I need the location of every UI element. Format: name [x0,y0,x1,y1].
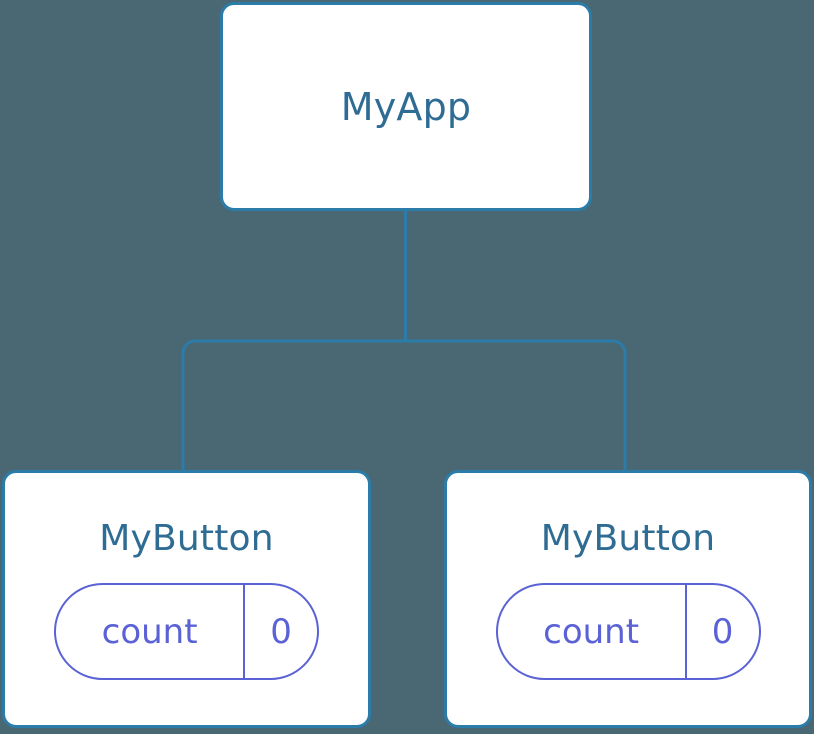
node-child-mybutton-2[interactable]: MyButton count 0 [444,470,812,728]
node-child-mybutton-1[interactable]: MyButton count 0 [2,470,371,728]
state-pill-value: 0 [687,585,759,678]
state-pill-key: count [498,585,687,678]
state-pill-key-text: count [101,611,198,652]
state-pill-value-text: 0 [270,611,292,652]
node-root-myapp[interactable]: MyApp [220,2,592,211]
connector-edge-right [405,339,627,471]
state-pill-value-text: 0 [711,611,734,652]
state-pill-count[interactable]: count 0 [54,583,319,680]
node-root-label: MyApp [340,84,472,129]
state-pill-key: count [56,585,246,678]
node-child-label: MyButton [540,518,716,559]
node-child-label: MyButton [99,518,274,559]
state-pill-count[interactable]: count 0 [495,583,761,680]
state-pill-value: 0 [245,585,317,678]
state-pill-key-text: count [543,611,640,652]
connector-edge-left [181,339,406,471]
